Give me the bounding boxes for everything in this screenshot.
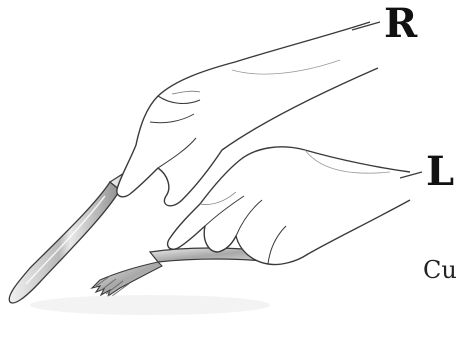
right-hand-label: R xyxy=(384,4,417,44)
caption-text: Cu xyxy=(423,258,457,282)
fork-tines xyxy=(92,262,162,296)
left-hand-label: L xyxy=(426,152,454,192)
